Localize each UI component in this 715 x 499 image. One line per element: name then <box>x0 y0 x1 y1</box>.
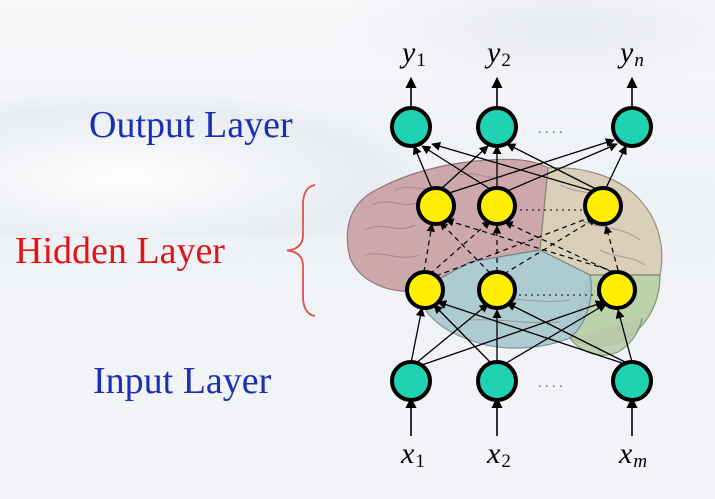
output-node-3 <box>611 106 653 148</box>
output-arrows <box>405 76 638 108</box>
hidden-node-2-3 <box>597 270 637 310</box>
background-streak <box>0 95 420 235</box>
input-arrows <box>405 396 638 436</box>
brain-cerebellum <box>569 317 643 356</box>
input-var-2: x <box>486 437 501 470</box>
output-var-3: y <box>617 36 634 69</box>
output-variable-labels: y1 y2 yn <box>399 36 644 71</box>
output-nodes <box>390 106 653 148</box>
output-sub-1: 1 <box>416 50 426 71</box>
svg-text:y1: y1 <box>399 36 426 71</box>
hidden-node-1-1 <box>416 186 456 226</box>
input-variable-labels: x1 x2 xm <box>400 437 647 472</box>
hidden-layer-label: Hidden Layer <box>15 230 225 272</box>
svg-text:yn: yn <box>617 36 644 71</box>
hidden-node-1-2 <box>477 186 517 226</box>
hidden-nodes-top <box>416 186 623 226</box>
svg-text:xm: xm <box>618 437 647 472</box>
svg-text:x1: x1 <box>400 437 425 472</box>
hidden-to-output-edges <box>412 138 627 195</box>
output-ellipsis: . . . . <box>538 122 563 137</box>
output-node-1 <box>390 106 432 148</box>
output-layer-label: Output Layer <box>89 104 293 146</box>
output-var-1: y <box>399 36 416 69</box>
input-layer-label: Input Layer <box>93 360 272 402</box>
hidden-nodes-bottom <box>405 270 637 310</box>
output-sub-2: 2 <box>501 50 511 71</box>
input-nodes <box>390 360 653 402</box>
input-node-1 <box>390 360 432 402</box>
output-sub-3: n <box>634 50 644 71</box>
output-var-2: y <box>484 36 501 69</box>
hidden-node-2-2 <box>477 270 517 310</box>
input-sub-3: m <box>633 451 647 472</box>
curly-brace-icon <box>286 184 316 317</box>
input-var-3: x <box>618 437 633 470</box>
input-to-hidden-edges <box>410 300 633 367</box>
input-var-1: x <box>400 437 415 470</box>
hidden-node-2-1 <box>405 270 445 310</box>
input-sub-1: 1 <box>415 451 425 472</box>
hidden-to-hidden-edges <box>423 214 619 277</box>
input-ellipsis: . . . . <box>538 376 563 391</box>
input-sub-2: 2 <box>501 451 511 472</box>
hidden-node-1-3 <box>583 186 623 226</box>
background-streak-top <box>330 0 715 90</box>
hidden-dotted-links <box>519 209 598 296</box>
output-node-2 <box>476 106 518 148</box>
svg-text:x2: x2 <box>486 437 511 472</box>
input-node-2 <box>476 360 518 402</box>
input-node-3 <box>611 360 653 402</box>
svg-text:y2: y2 <box>484 36 511 71</box>
